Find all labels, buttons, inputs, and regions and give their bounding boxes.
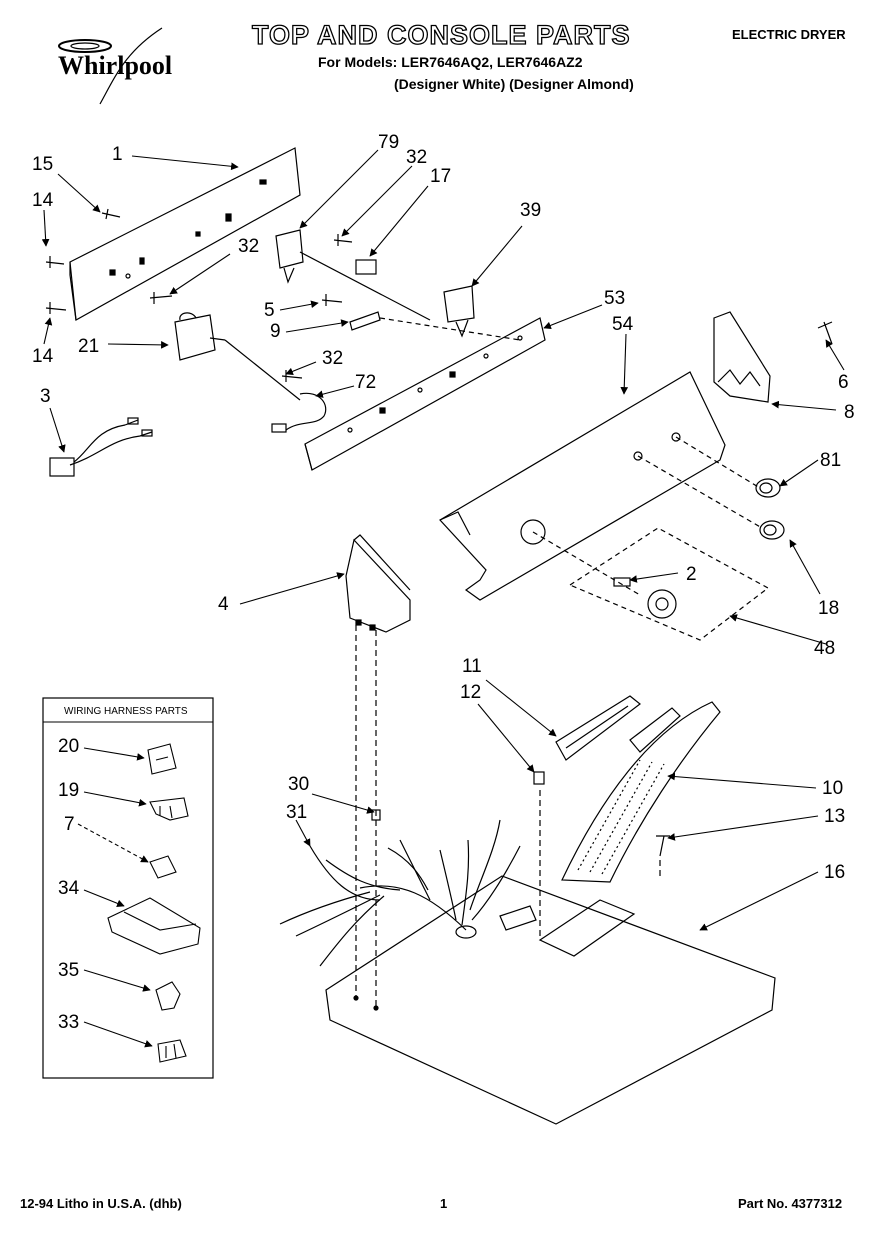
- callout-81: 81: [820, 450, 841, 471]
- callout-30: 30: [288, 774, 309, 795]
- inset-callout-33: 33: [58, 1012, 79, 1033]
- variants-line: (Designer White) (Designer Almond): [394, 76, 634, 92]
- screw-13: [656, 835, 670, 857]
- callout-53: 53: [604, 288, 625, 309]
- knob-18: [759, 520, 785, 540]
- clip-17: [355, 259, 377, 275]
- callout-16: 16: [824, 862, 845, 883]
- end-cap-8: [713, 311, 771, 403]
- clip-12: [533, 771, 545, 785]
- timer-knob-48: [568, 527, 770, 641]
- screw-14-lower: [45, 302, 67, 314]
- top-panel-16: [325, 875, 776, 1125]
- callout-11: 11: [462, 656, 482, 677]
- product-type: ELECTRIC DRYER: [732, 27, 846, 42]
- callout-17: 17: [430, 166, 451, 187]
- screw-15: [101, 208, 121, 220]
- console-front-panel-54: [439, 371, 726, 601]
- brand-text: Whirlpool: [58, 51, 172, 80]
- callout-10: 10: [822, 778, 843, 799]
- switch-39: [443, 285, 475, 338]
- callout-14-upper: 14: [32, 190, 54, 211]
- callout-6: 6: [838, 372, 849, 393]
- callout-54: 54: [612, 314, 634, 335]
- callout-39: 39: [520, 200, 541, 221]
- timer-21: [174, 312, 226, 361]
- clip-30: [371, 809, 381, 821]
- inset-title: WIRING HARNESS PARTS: [64, 706, 188, 717]
- callout-32-a: 32: [406, 147, 427, 168]
- screw-32-a: [333, 234, 353, 246]
- footer-litho: 12-94 Litho in U.S.A. (dhb): [20, 1196, 182, 1211]
- callout-9: 9: [270, 321, 281, 342]
- lint-screen-10: [561, 701, 721, 883]
- callout-32-c: 32: [322, 348, 343, 369]
- footer-page-number: 1: [440, 1196, 448, 1211]
- switch-79: [275, 229, 304, 284]
- console-bracket-53: [304, 317, 546, 471]
- console-rear-panel: [69, 147, 301, 321]
- callout-48: 48: [814, 638, 835, 659]
- inset-callout-34: 34: [58, 878, 80, 899]
- wiring-harness-inset: WIRING HARNESS PARTS 20 19 7 34 35 33: [42, 697, 214, 1079]
- harness-72: [271, 392, 327, 433]
- callout-8: 8: [844, 402, 855, 423]
- inset-callout-19: 19: [58, 780, 79, 801]
- screw-5: [321, 294, 343, 306]
- callout-21: 21: [78, 336, 99, 357]
- screw-6: [817, 321, 833, 345]
- page-title: TOP AND CONSOLE PARTS: [251, 19, 631, 50]
- lint-lid-11: [555, 695, 641, 761]
- callout-1: 1: [112, 144, 123, 165]
- callout-13: 13: [824, 806, 845, 827]
- callout-3: 3: [40, 386, 51, 407]
- callout-18: 18: [818, 598, 839, 619]
- callout-32-b: 32: [238, 236, 259, 257]
- screw-14-upper: [45, 256, 65, 268]
- callout-79: 79: [378, 132, 399, 153]
- callout-12: 12: [460, 682, 481, 703]
- inset-callout-20: 20: [58, 736, 79, 757]
- whirlpool-logo: Whirlpool: [58, 27, 172, 105]
- knob-81: [755, 478, 781, 498]
- harness-3: [49, 417, 153, 477]
- end-cap-4: [345, 534, 411, 633]
- callout-5: 5: [264, 300, 275, 321]
- callout-2: 2: [686, 564, 697, 585]
- inset-callout-35: 35: [58, 960, 79, 981]
- footer-part-number: Part No. 4377312: [738, 1196, 843, 1211]
- callout-72: 72: [355, 372, 376, 393]
- inset-callout-7: 7: [64, 814, 75, 835]
- callout-15: 15: [32, 154, 53, 175]
- bracket-9: [349, 311, 381, 331]
- callout-31: 31: [286, 802, 307, 823]
- wire-harness-31: [279, 819, 521, 967]
- callout-14-lower: 14: [32, 346, 54, 367]
- screw-32-b: [149, 292, 173, 304]
- models-line: For Models: LER7646AQ2, LER7646AZ2: [318, 54, 583, 70]
- callout-4: 4: [218, 594, 229, 615]
